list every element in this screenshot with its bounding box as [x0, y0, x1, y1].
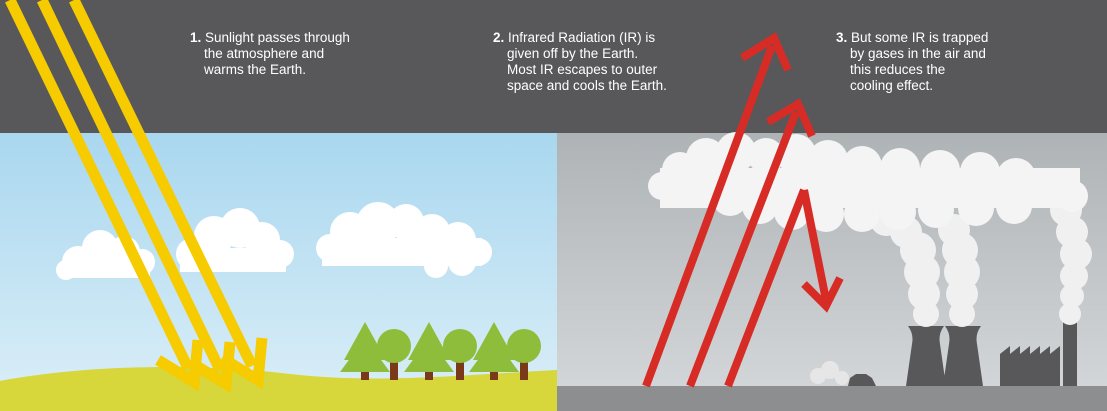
- caption-step-1-line-3: warms the Earth.: [204, 62, 307, 77]
- round-tree-2: [443, 329, 477, 380]
- pine-tree-2: [404, 322, 454, 380]
- trees: [340, 322, 541, 380]
- caption-step-2-line-2: given off by the Earth.: [507, 46, 639, 61]
- caption-step-1-line-2: the atmosphere and: [204, 46, 325, 61]
- grass-ground: [0, 366, 557, 411]
- round-tree-3: [507, 329, 541, 380]
- caption-step-2: 2. Infrared Radiation (IR) is given off …: [493, 30, 733, 94]
- cloud-left-1: [56, 230, 155, 280]
- ir-arrow-reflected: [800, 189, 830, 301]
- caption-step-1-number: 1.: [190, 30, 202, 45]
- top-band: [0, 0, 1107, 133]
- caption-step-1: 1. Sunlight passes through the atmospher…: [190, 30, 390, 78]
- caption-step-2-line-1: Infrared Radiation (IR) is: [508, 30, 656, 45]
- cloud-middle: [316, 202, 492, 278]
- caption-step-2-line-4: space and cools the Earth.: [507, 78, 667, 93]
- factory-building: [1000, 322, 1077, 386]
- ir-arrow-escape-2-head: [765, 98, 816, 138]
- caption-step-1-line-1: Sunlight passes through: [205, 30, 350, 45]
- grey-ground: [557, 386, 1107, 411]
- car: [810, 361, 876, 386]
- caption-step-3-line-4: cooling effect.: [850, 78, 934, 93]
- sunlight-arrow-1: [5, 0, 193, 371]
- cooling-tower-2: [943, 326, 983, 386]
- caption-step-3-line-3: this reduces the: [850, 62, 946, 77]
- ir-arrow-escape-1-head: [739, 32, 792, 72]
- cooling-tower-1: [906, 326, 946, 386]
- smog-cloud: [648, 132, 1088, 232]
- caption-step-2-line-3: Most IR escapes to outer: [507, 62, 658, 77]
- ir-arrow-escape-1: [642, 44, 776, 388]
- sunlight-arrow-3: [69, 0, 257, 369]
- infrared-arrows: [642, 32, 844, 388]
- sunlight-arrows: [5, 0, 268, 394]
- caption-step-3: 3. But some IR is trapped by gases in th…: [836, 30, 1066, 94]
- caption-step-3-line-2: by gases in the air and: [850, 46, 986, 61]
- ir-arrow-reflected-head: [801, 276, 844, 313]
- caption-step-3-line-1: But some IR is trapped: [851, 30, 989, 45]
- sunlight-arrow-2: [37, 0, 225, 373]
- sunlight-arrow-1-head: [155, 339, 204, 392]
- ir-arrow-escape-2: [686, 110, 800, 388]
- pine-tree-1: [340, 322, 390, 380]
- pine-tree-3: [469, 322, 519, 380]
- round-tree-1: [377, 329, 411, 380]
- ir-arrow-trapped: [724, 188, 808, 388]
- caption-step-3-number: 3.: [836, 30, 848, 45]
- caption-step-2-number: 2.: [493, 30, 505, 45]
- sunlight-arrow-3-head: [219, 337, 268, 390]
